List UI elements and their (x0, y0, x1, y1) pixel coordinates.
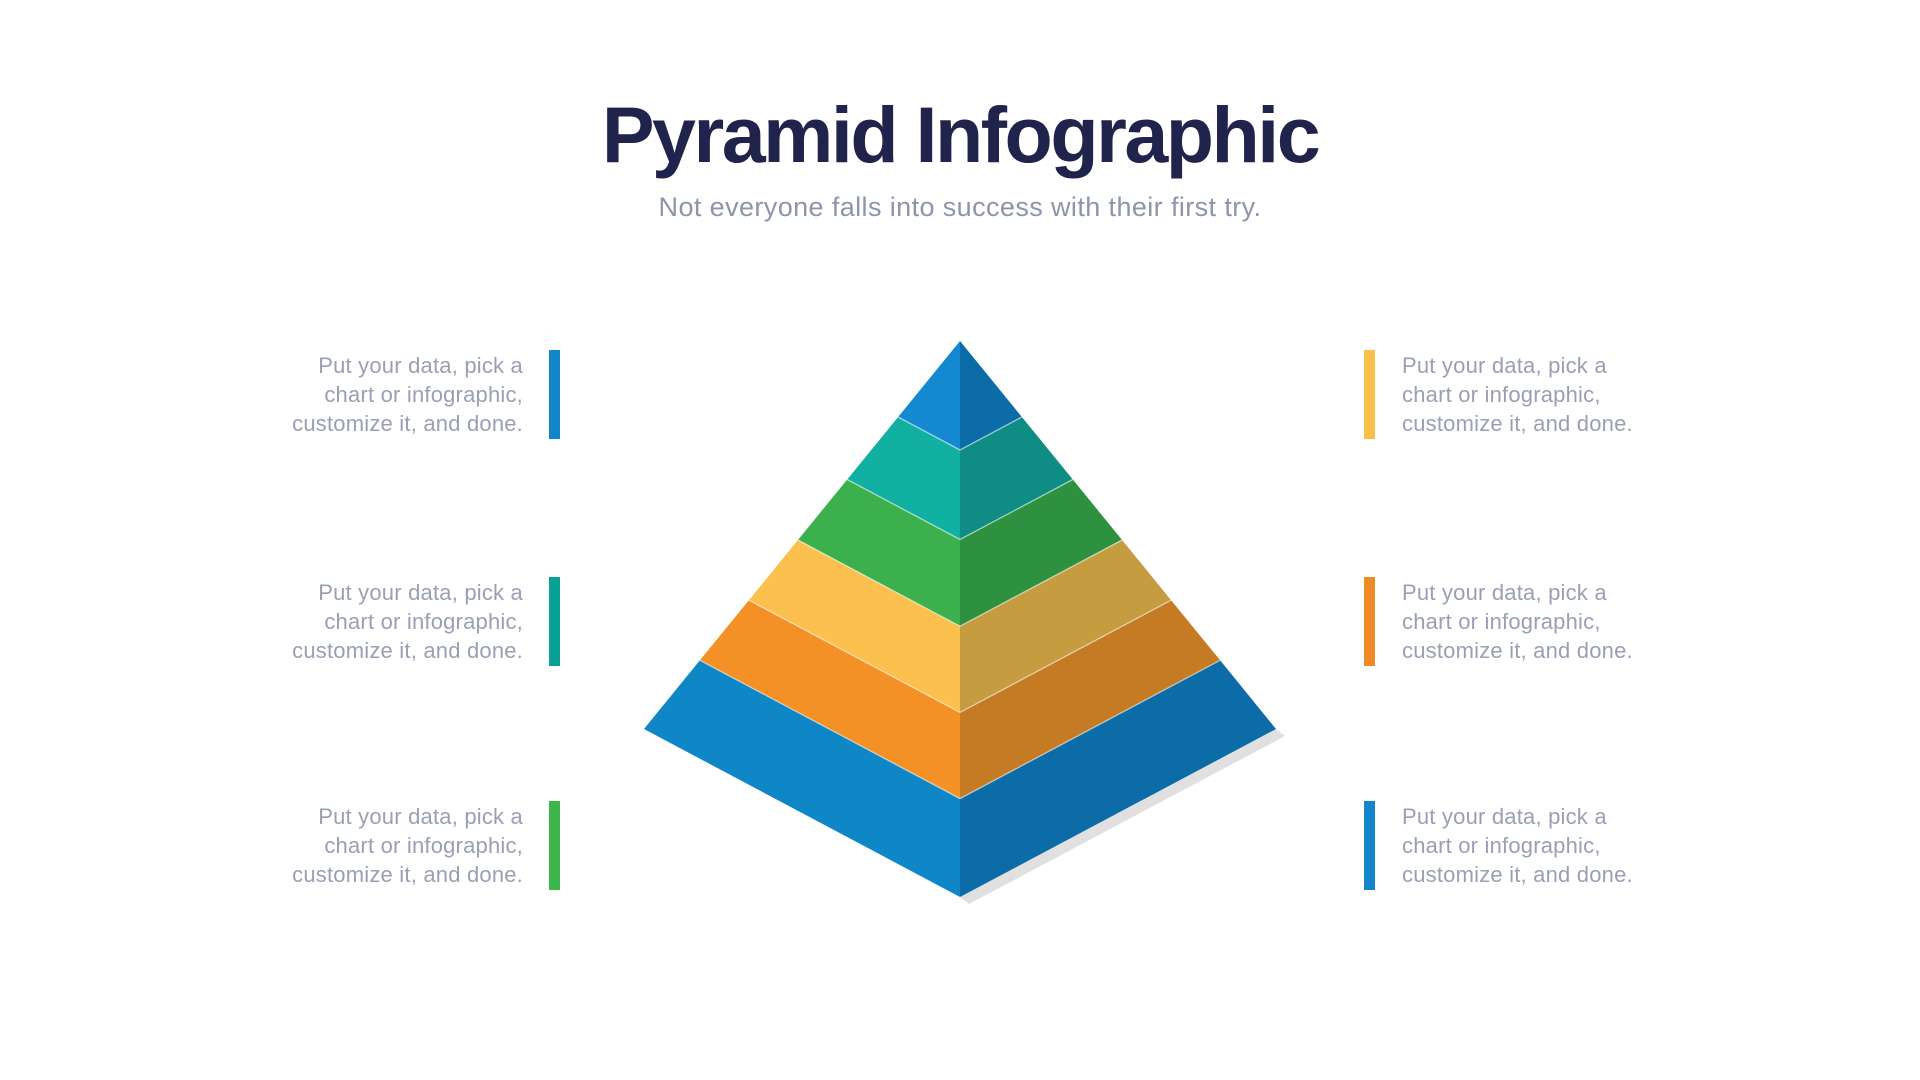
pyramid-level-5-right-face (960, 600, 1221, 799)
accent-bar-right-3 (1364, 801, 1375, 890)
accent-bar-left-2 (549, 577, 560, 666)
accent-bar-right-2 (1364, 577, 1375, 666)
accent-bar-left-1 (549, 350, 560, 439)
pyramid-level-4-left-face (748, 540, 960, 713)
accent-bar-left-3 (549, 801, 560, 890)
pyramid-level-6-right-face (960, 660, 1276, 897)
text-block-right-1: Put your data, pick a chart or infograph… (1402, 353, 1633, 436)
text-block-right-2: Put your data, pick a chart or infograph… (1402, 580, 1633, 663)
pyramid-divider-4 (748, 599, 1172, 714)
pyramid-level-3-right-face (960, 479, 1123, 627)
pyramid-divider-5 (699, 659, 1221, 800)
pyramid-level-1-left-face (898, 341, 960, 450)
text-block-right-3: Put your data, pick a chart or infograph… (1402, 804, 1633, 887)
pyramid-level-2-right-face (960, 417, 1073, 540)
pyramid-level-6-left-face (644, 660, 960, 897)
pyramid-divider-2 (846, 478, 1074, 541)
pyramid-level-3-left-face (797, 479, 960, 627)
text-block-left-1: Put your data, pick a chart or infograph… (292, 353, 523, 436)
pyramid-shadow (960, 729, 1285, 904)
pyramid-level-4-right-face (960, 540, 1172, 713)
accent-bar-right-1 (1364, 350, 1375, 439)
text-block-left-2: Put your data, pick a chart or infograph… (292, 580, 523, 663)
pyramid-level-1-right-face (960, 341, 1022, 450)
page-subtitle: Not everyone falls into success with the… (658, 192, 1262, 222)
pyramid-divider-3 (797, 539, 1123, 627)
pyramid-divider-1 (897, 416, 1023, 451)
text-block-left-3: Put your data, pick a chart or infograph… (292, 804, 523, 887)
pyramid-level-5-left-face (699, 600, 960, 799)
pyramid-level-2-left-face (847, 417, 960, 540)
page-title: Pyramid Infographic (601, 90, 1321, 179)
